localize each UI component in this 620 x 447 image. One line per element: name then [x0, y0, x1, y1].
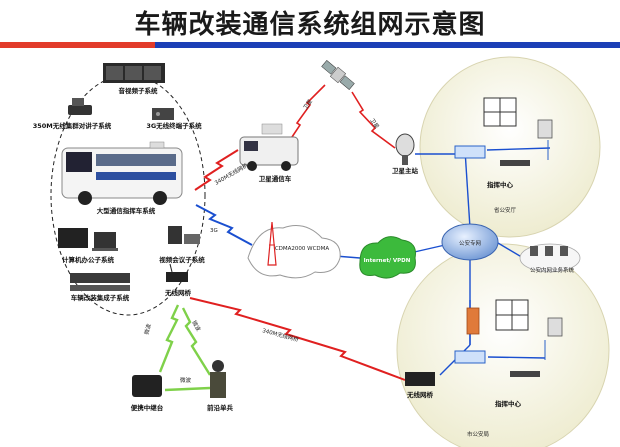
- monitor-rack-icon: [103, 63, 165, 83]
- label-bus: 大型通信指挥车系统: [97, 206, 156, 215]
- label-soldier: 前沿单兵: [207, 403, 234, 412]
- page-title: 车辆改装通信系统组网示意图: [134, 10, 486, 40]
- provincial-network-icon: [454, 97, 553, 166]
- portable-repeater-icon: [132, 375, 162, 397]
- label-cdma: CDMA2000 WCDMA: [275, 246, 330, 252]
- label-wireless-bridge2: 无线网桥: [406, 390, 434, 399]
- link-3g: [195, 204, 253, 246]
- provincial-bureau-zone: [419, 56, 601, 238]
- private-network-icon: [441, 223, 499, 261]
- 3g-terminal-icon: [152, 108, 174, 120]
- city-bureau-zone: [396, 243, 610, 447]
- computer-icon: [58, 228, 118, 251]
- label-computer: 计算机办公子系统: [62, 255, 115, 264]
- bureau-system-icon: [519, 243, 581, 273]
- satellite-car-icon: [239, 123, 299, 171]
- vehicle-control-icon: [70, 273, 130, 291]
- link-green-c: [164, 386, 211, 392]
- label-wireless-bridge: 无线网桥: [164, 288, 192, 297]
- link-satellite-down: [351, 91, 396, 149]
- satellite-icon: [321, 60, 355, 90]
- label-sat-station: 卫星主站: [392, 166, 419, 175]
- label-cmd-center2: 指挥中心: [495, 399, 522, 408]
- internet-cloud-icon: [359, 236, 416, 279]
- label-portable: 便携中继台: [131, 403, 164, 412]
- label-city-bureau: 市公安局: [467, 430, 489, 438]
- link-green-b: [181, 307, 212, 376]
- link-green-a: [158, 304, 180, 373]
- link-340m-upper: [194, 149, 239, 191]
- label-private-net: 公安专网: [459, 239, 482, 247]
- city-wireless-bridge-icon: [405, 372, 435, 386]
- label-cmd-center1: 指挥中心: [487, 180, 514, 189]
- title-underline-red: [0, 42, 155, 48]
- label-bureau-sys: 公安内网业务系统: [530, 266, 575, 274]
- label-video-conf: 视频会议子系统: [159, 255, 205, 264]
- label-3g-wireless: 3G无线终端子系统: [146, 121, 202, 130]
- cdma-tower-icon: [247, 221, 341, 279]
- label-wifi-a: 微波: [142, 322, 153, 335]
- label-link-3g: 3G: [210, 228, 218, 234]
- label-sat-up: 卫星: [302, 98, 314, 111]
- title-underline-blue: [155, 42, 620, 48]
- wireless-bridge-icon: [166, 263, 188, 282]
- label-satellite-car: 卫星通信车: [259, 174, 292, 183]
- label-internet: Internet/ VPDN: [364, 258, 411, 264]
- label-wifi-b: 微波: [190, 319, 203, 333]
- command-bus-icon: [61, 141, 183, 205]
- soldier-icon: [210, 360, 226, 398]
- label-provincial: 省公安厅: [494, 206, 517, 214]
- label-wifi-c: 微波: [180, 376, 192, 384]
- label-link-340-b: 340M无线网桥: [261, 326, 300, 343]
- link-340m-lower: [189, 297, 406, 381]
- city-network-icon: [454, 299, 563, 377]
- label-vehicle-ctrl: 车辆改装集成子系统: [71, 293, 130, 302]
- video-conference-icon: [168, 226, 200, 244]
- label-radio350: 350M无线集群对讲子系统: [33, 121, 112, 130]
- label-monitor: 音视频子系统: [119, 86, 159, 95]
- link-satellite-up: [289, 84, 326, 141]
- radio-icon: [68, 98, 92, 115]
- satellite-dish-icon: [395, 133, 415, 165]
